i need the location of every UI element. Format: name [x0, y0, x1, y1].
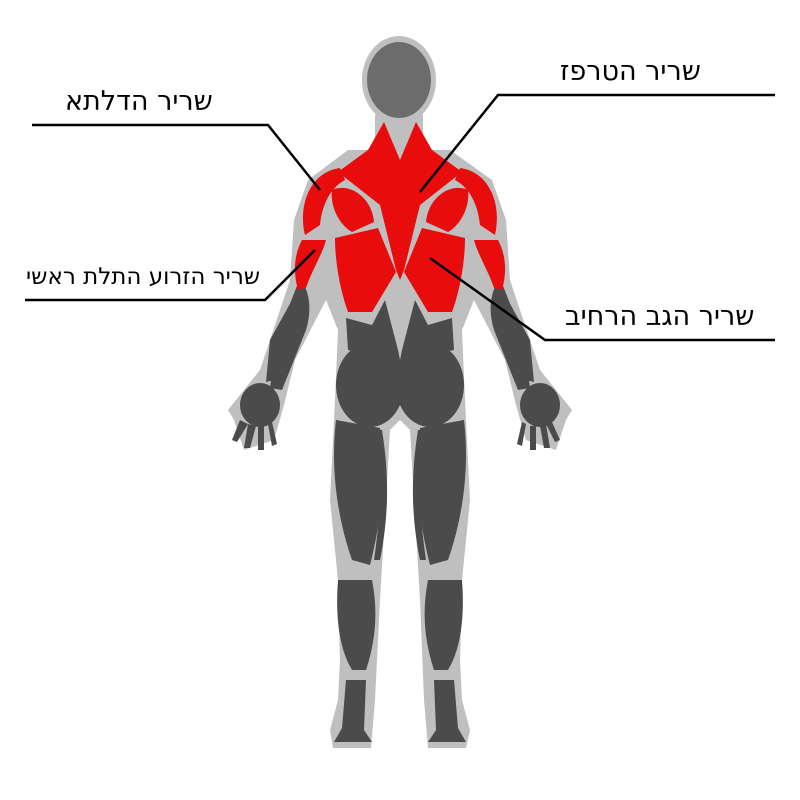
deltoid-leader	[32, 123, 321, 191]
leader-lines	[25, 93, 775, 342]
latissimus-label: שריר הגב הרחיב	[565, 301, 755, 332]
triceps-muscle-right	[474, 240, 506, 290]
trapezius-muscle	[338, 122, 462, 280]
triceps-leader	[25, 249, 316, 302]
latissimus-muscle-right	[404, 228, 465, 312]
latissimus-leader	[429, 256, 775, 342]
triceps-label: שריר הזרוע התלת ראשי	[26, 264, 261, 290]
dark-muscles	[232, 278, 560, 742]
latissimus-muscle-left	[335, 228, 396, 312]
highlighted-muscles	[294, 122, 506, 312]
head	[367, 42, 431, 118]
triceps-muscle-left	[294, 240, 326, 290]
trapezius-label: שריר הטרפז	[560, 56, 701, 87]
deltoid-muscle-left	[303, 168, 345, 235]
deltoid-muscle-right	[455, 168, 497, 235]
deltoid-label: שריר הדלתא	[65, 86, 213, 117]
trapezius-leader	[419, 93, 775, 193]
